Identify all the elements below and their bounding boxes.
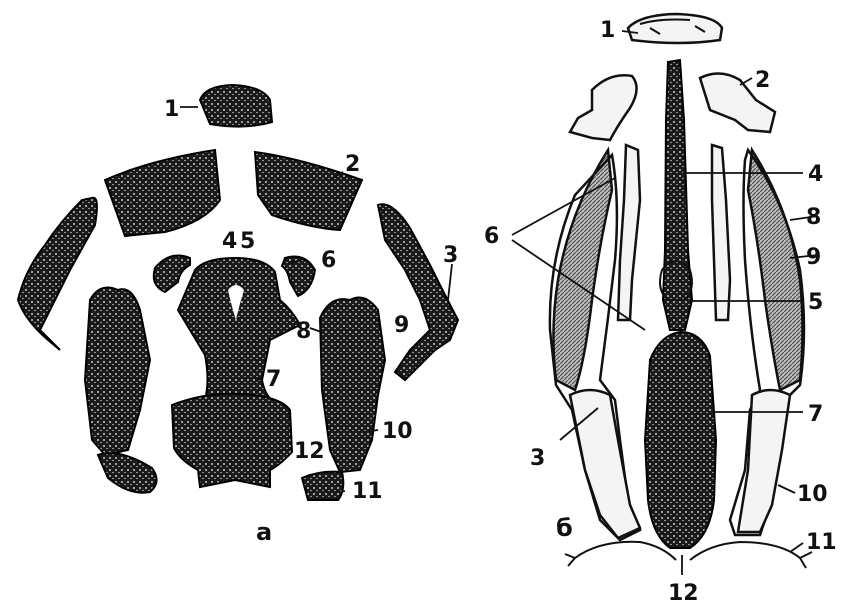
maxilla-left-a [85, 288, 150, 455]
maxilla-right-base-a [302, 472, 343, 500]
label-3-a: 3 [443, 243, 458, 268]
label-7-a: 7 [266, 367, 281, 392]
panel-letter-b: б [556, 514, 573, 542]
panel-a-mouthparts: 1 2 3 4 5 6 7 8 9 10 11 12 а [18, 85, 458, 546]
label-12-b: 12 [668, 581, 699, 606]
prementum-a [178, 258, 300, 400]
labial-palp-right-a [282, 257, 315, 297]
stylet-b [663, 60, 692, 330]
labrum-a [200, 85, 272, 127]
maxilla-right-a [320, 298, 385, 472]
label-6-a: 6 [321, 248, 336, 273]
maxilla-stipes-left-b [570, 390, 640, 538]
label-5-b: 5 [808, 290, 823, 315]
label-9-b: 9 [806, 245, 821, 270]
cardo-left-b [575, 542, 676, 560]
label-12-a: 12 [294, 439, 325, 464]
label-2-b: 2 [755, 68, 770, 93]
labium-b [645, 332, 716, 548]
label-11-b: 11 [806, 530, 837, 555]
label-4-a: 4 [222, 229, 237, 254]
cardo-right-b [690, 542, 800, 560]
panel-b-mouthparts: 1 2 3 4 5 6 7 8 9 10 11 12 б [484, 14, 837, 606]
label-3-b: 3 [530, 446, 545, 471]
label-1-a: 1 [164, 97, 179, 122]
label-2-a: 2 [345, 152, 360, 177]
label-10-b: 10 [797, 482, 828, 507]
label-8-a: 8 [296, 319, 311, 344]
label-1-b: 1 [600, 18, 615, 43]
mandible-left-a [105, 150, 220, 236]
label-7-b: 7 [808, 402, 823, 427]
label-11-a: 11 [352, 479, 383, 504]
maxillary-palp-right-a [378, 204, 458, 380]
maxilla-blade-right-b [748, 150, 803, 390]
label-8-b: 8 [806, 205, 821, 230]
labrum-b [628, 14, 722, 43]
panel-letter-a: а [256, 518, 272, 546]
mentum-a [172, 394, 292, 487]
maxilla-inner-right-b [712, 145, 730, 320]
labial-palp-left-a [154, 256, 190, 292]
label-9-a: 9 [394, 313, 409, 338]
label-6-b: 6 [484, 224, 499, 249]
maxilla-left-base-a [98, 453, 157, 493]
label-4-b: 4 [808, 162, 823, 187]
maxilla-inner-left-b [618, 145, 640, 320]
mandible-left-b [570, 75, 637, 140]
maxillary-palp-left-a [18, 198, 97, 350]
cardo-tips-b [565, 552, 812, 568]
label-5-a: 5 [240, 229, 255, 254]
label-10-a: 10 [382, 419, 413, 444]
